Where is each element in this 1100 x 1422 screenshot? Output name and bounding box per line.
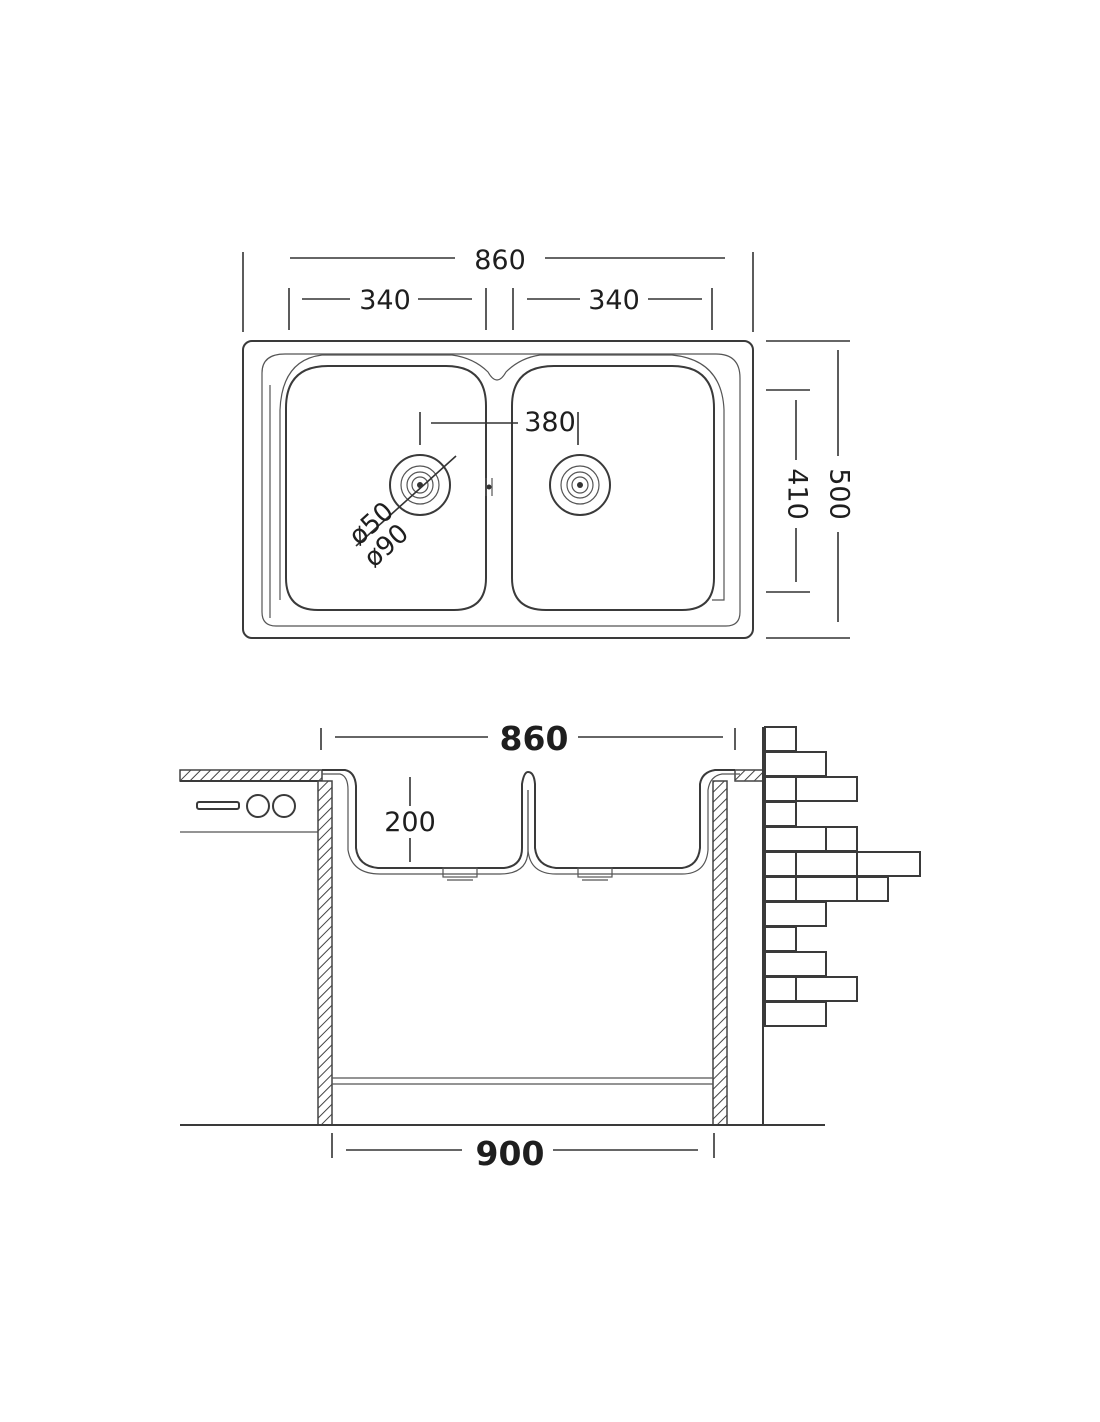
- brick: [764, 876, 797, 902]
- brick-wall: [762, 726, 921, 1125]
- brick: [764, 801, 797, 827]
- dim-bowl-height: 200: [384, 777, 436, 862]
- left-drain-pipe-icon: [442, 867, 478, 881]
- brick: [764, 926, 797, 952]
- brick: [825, 826, 858, 852]
- drawer-handle-icon: [196, 794, 296, 818]
- dim-overall-width: 860: [242, 245, 754, 332]
- brick: [795, 776, 858, 802]
- sink-side-profile: [322, 769, 763, 881]
- brick: [795, 876, 858, 902]
- right-bowl: [511, 365, 715, 611]
- cabinet: [180, 780, 825, 1126]
- right-drain-pipe-icon: [577, 867, 613, 881]
- label-bowl-left-width: 340: [359, 285, 411, 316]
- brick: [856, 851, 921, 877]
- side-view: 860: [179, 719, 921, 1173]
- left-drain-icon: [389, 454, 451, 516]
- dim-depths: 500 410: [766, 340, 855, 639]
- brick: [764, 951, 827, 977]
- label-overall-width: 860: [474, 245, 526, 276]
- label-sink-width: 860: [500, 719, 569, 758]
- brick: [795, 976, 858, 1002]
- sink-top-outline: [242, 340, 754, 639]
- label-cabinet-width: 900: [476, 1134, 545, 1173]
- brick: [764, 851, 797, 877]
- dim-sink-width: 860: [320, 719, 736, 758]
- dim-cabinet-width: 900: [331, 1133, 715, 1173]
- overflow-icon: [485, 478, 493, 496]
- brick: [764, 901, 827, 927]
- right-drain-icon: [549, 454, 611, 516]
- label-outer-depth: 500: [824, 468, 855, 520]
- dim-drain-diameter: ø50 ø90: [343, 455, 457, 574]
- brick: [764, 776, 797, 802]
- label-bowl-depth: 410: [782, 468, 813, 520]
- brick: [764, 751, 827, 777]
- top-view: 860 340 340: [242, 245, 855, 639]
- brick: [764, 726, 797, 752]
- brick: [856, 876, 889, 902]
- label-drain-spacing: 380: [524, 407, 576, 438]
- brick: [795, 851, 858, 877]
- brick: [764, 826, 827, 852]
- left-bowl: [285, 365, 487, 611]
- label-bowl-height: 200: [384, 807, 436, 838]
- dim-bowl-widths: 340 340: [288, 285, 713, 330]
- dim-drain-spacing: 380: [419, 407, 579, 445]
- brick: [764, 976, 797, 1002]
- countertop: [179, 769, 764, 833]
- brick: [764, 1001, 827, 1027]
- label-bowl-right-width: 340: [588, 285, 640, 316]
